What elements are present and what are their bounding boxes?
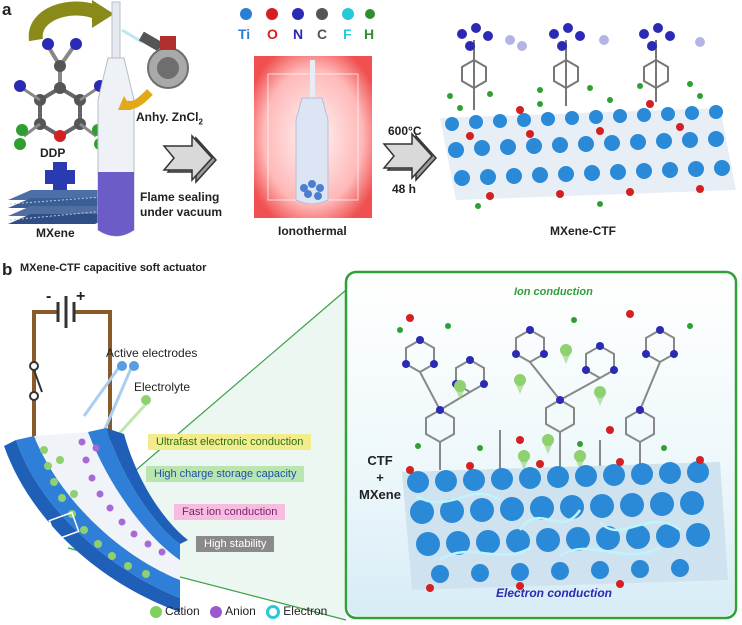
curved-arrow-icon [28, 1, 99, 42]
ion-legend: Cation Anion Electron [150, 602, 327, 620]
inset-cations [454, 344, 606, 470]
legend-electron: Electron [266, 604, 328, 619]
inset-mxene-layer [402, 456, 728, 592]
circuit-wire [32, 310, 112, 440]
panel-b-graphics [4, 270, 738, 621]
ddp-label: DDP [40, 146, 66, 160]
ctf-plus-label: + [376, 470, 384, 485]
property-tag-stability: High stability [196, 536, 275, 552]
zncl2-subscript: 2 [198, 117, 203, 127]
element-c: C [317, 26, 328, 42]
element-n: N [293, 26, 304, 42]
ionothermal-label: Ionothermal [278, 224, 347, 238]
electron-conduction-label: Electron conduction [496, 586, 613, 600]
time-label: 48 h [392, 182, 417, 196]
panel-b-title: MXene-CTF capacitive soft actuator [20, 262, 207, 274]
zncl2-label: Anhy. ZnCl2 [136, 110, 203, 126]
element-f: F [343, 26, 352, 42]
cation-dot-icon [150, 605, 162, 618]
electrolyte-pointer [141, 395, 151, 405]
battery-minus: - [46, 288, 52, 305]
electrolyte-label: Electrolyte [134, 380, 191, 394]
flame-line-2: under vacuum [140, 205, 223, 219]
panel-a-graphics [8, 0, 736, 237]
legend-cation-label: Cation [165, 604, 200, 618]
flame-line-1: Flame sealing [140, 190, 220, 204]
electron-dot-icon [266, 604, 281, 619]
mxene-ctf-label: MXene-CTF [550, 224, 616, 238]
ctf-mxene-label: CTF + MXene [356, 452, 404, 503]
mxene-ctf-structure [440, 23, 736, 209]
switch-icon [29, 361, 43, 401]
legend-anion-label: Anion [225, 604, 256, 618]
plus-icon [45, 162, 75, 192]
zncl2-text: Anhy. ZnCl [136, 110, 199, 124]
mxene-label: MXene [36, 226, 75, 240]
panel-a-letter: a [2, 0, 12, 19]
ctf-label: CTF [367, 453, 393, 468]
legend-anion: Anion [210, 604, 256, 618]
element-o: O [267, 26, 278, 42]
element-ti: Ti [238, 26, 251, 42]
ion-conduction-label: Ion conduction [514, 286, 593, 298]
legend-electron-label: Electron [283, 604, 328, 618]
soft-actuator [4, 428, 188, 612]
mxene-layers [8, 190, 118, 224]
property-tag-storage: High charge storage capacity [146, 466, 305, 482]
active-electrode-pointer-2 [129, 361, 139, 371]
anion-dots [78, 438, 166, 556]
legend-cation: Cation [150, 604, 200, 618]
flame-sealing-label: Flame sealing under vacuum [140, 190, 222, 220]
anion-dot-icon [210, 605, 223, 618]
element-legend-spheres [240, 8, 375, 20]
active-electrode-pointer [117, 361, 127, 371]
torch-icon [121, 28, 189, 89]
element-h: H [364, 26, 375, 42]
zoom-region-marker [48, 511, 80, 541]
property-tag-ion: Fast ion conduction [174, 504, 286, 520]
property-tag-electronic: Ultrafast electronic conduction [148, 434, 312, 450]
process-arrow-icon [162, 134, 218, 184]
inset-mxene-label: MXene [359, 487, 401, 502]
ampoule-icon [97, 1, 135, 237]
cation-dots [40, 446, 150, 578]
battery-plus: + [76, 288, 86, 305]
temperature-label: 600°C [388, 124, 422, 138]
process-arrow-icon-2 [382, 132, 438, 182]
ddp-molecule [14, 38, 106, 150]
ionothermal-box [254, 56, 372, 218]
battery-icon [56, 296, 76, 328]
panel-b-letter: b [2, 260, 13, 279]
ctf-framework [397, 310, 693, 470]
active-electrodes-label: Active electrodes [106, 346, 198, 360]
